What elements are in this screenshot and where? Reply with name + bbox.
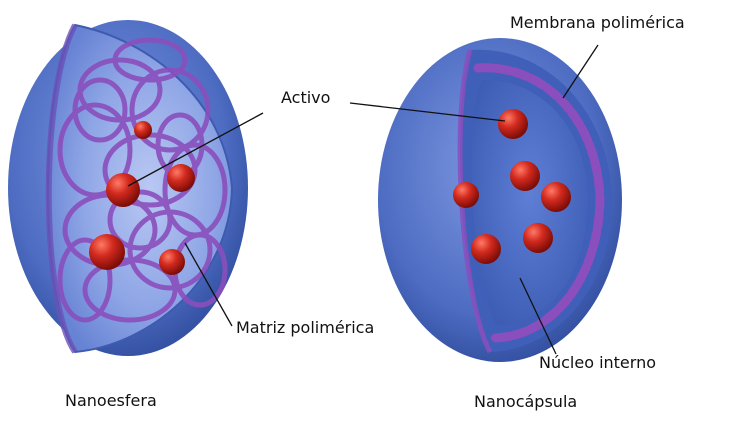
active-particle xyxy=(541,182,571,212)
active-particle xyxy=(523,223,553,253)
label-membrana-polimerica: Membrana polimérica xyxy=(510,13,685,32)
caption-nanocapsula: Nanocápsula xyxy=(474,392,577,411)
label-nucleo-interno: Núcleo interno xyxy=(539,353,656,372)
active-particle xyxy=(159,249,185,275)
nanosphere xyxy=(8,20,248,356)
label-activo: Activo xyxy=(281,88,330,107)
active-particle xyxy=(167,164,195,192)
active-particle xyxy=(134,121,152,139)
caption-nanoesfera: Nanoesfera xyxy=(65,391,157,410)
label-matriz-polimerica: Matriz polimérica xyxy=(236,318,374,337)
active-particle xyxy=(471,234,501,264)
active-particle xyxy=(106,173,140,207)
active-particle xyxy=(498,109,528,139)
active-particle xyxy=(89,234,125,270)
active-particle xyxy=(510,161,540,191)
nanocapsule xyxy=(378,38,622,362)
active-particle xyxy=(453,182,479,208)
